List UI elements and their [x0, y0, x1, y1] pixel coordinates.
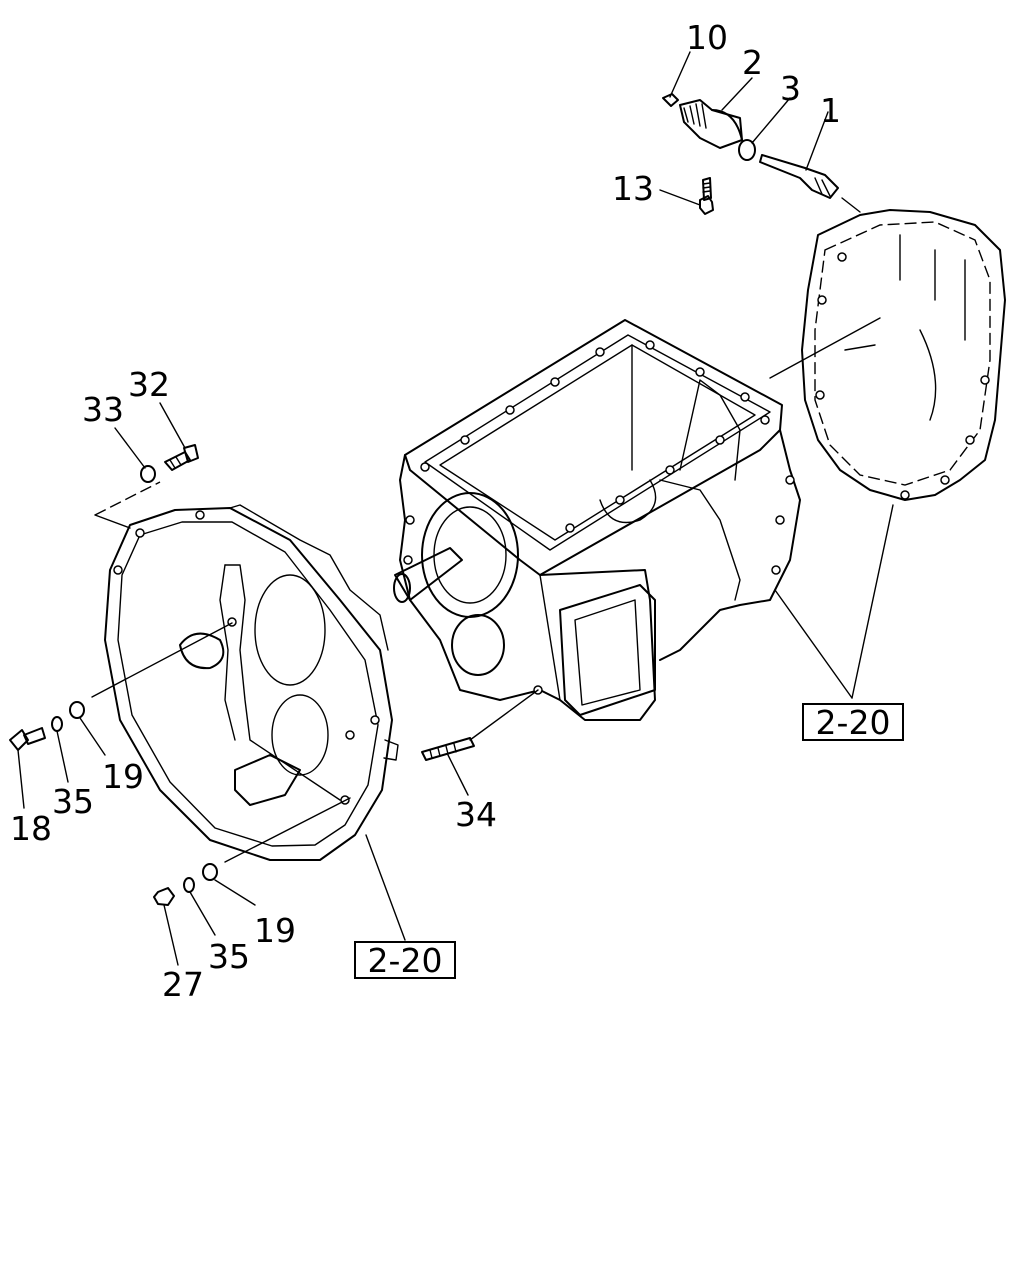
callout-10: 10 [686, 18, 728, 57]
rear-housing [801, 209, 1006, 501]
callout-35-lower: 35 [208, 937, 250, 976]
callout-34: 34 [455, 795, 497, 834]
assembly-lines [91, 317, 881, 863]
callout-32: 32 [128, 365, 170, 404]
callout-19-upper: 19 [102, 757, 144, 796]
callout-18: 18 [10, 809, 52, 848]
callout-13: 13 [612, 169, 654, 208]
clutch-housing [104, 504, 399, 861]
callout-33: 33 [82, 390, 124, 429]
reference-box-right: 2-20 [802, 703, 904, 742]
reference-label-right: 2-20 [816, 703, 891, 742]
leader-lines [17, 51, 894, 966]
fasteners [9, 444, 475, 906]
callout-3: 3 [780, 69, 801, 108]
callout-19-lower: 19 [254, 911, 296, 950]
transmission-case [393, 319, 801, 721]
reference-label-bottom: 2-20 [368, 941, 443, 980]
callout-35-upper: 35 [52, 782, 94, 821]
speedometer-sleeve-assembly [662, 93, 861, 215]
callout-2: 2 [742, 43, 763, 82]
callout-27: 27 [162, 965, 204, 1004]
reference-box-bottom: 2-20 [354, 941, 456, 980]
callout-1: 1 [820, 91, 841, 130]
callout-labels: 10 2 3 1 13 32 33 18 35 19 34 27 35 19 [10, 18, 841, 1004]
